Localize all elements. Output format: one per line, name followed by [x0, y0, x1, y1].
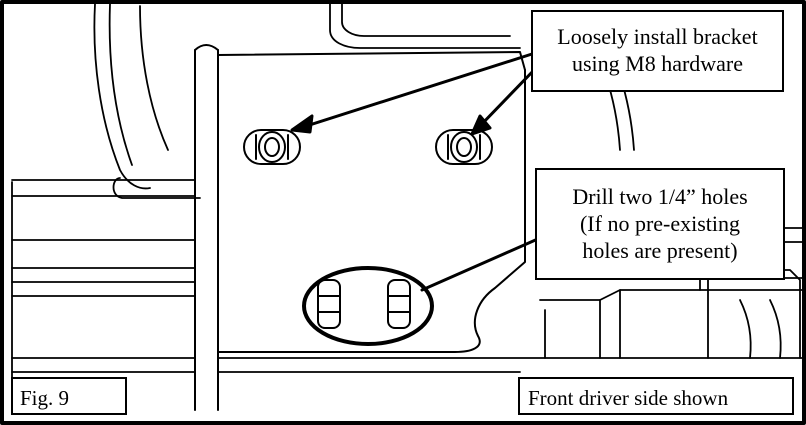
bolt-right	[435, 129, 493, 165]
view-note: Front driver side shown	[518, 377, 794, 415]
drill-holes-line-3: holes are present)	[582, 238, 738, 263]
install-bracket-line-2: using M8 hardware	[571, 51, 744, 76]
drill-holes-line-2: (If no pre-existing	[579, 211, 741, 236]
arrowhead-right	[470, 114, 492, 136]
drill-holes-line-1: Drill two 1/4” holes	[572, 184, 748, 209]
install-bracket-callout: Loosely install bracket using M8 hardwar…	[531, 10, 784, 92]
drill-hole-markers	[317, 279, 411, 329]
arrow-to-left-bolt	[298, 52, 534, 130]
bolt-left	[243, 129, 301, 165]
bracket-plate	[217, 51, 526, 353]
bracket-post	[194, 44, 219, 411]
figure-number: Fig. 9	[11, 377, 127, 415]
arrow-to-right-bolt	[476, 66, 538, 130]
install-bracket-line-1: Loosely install bracket	[557, 24, 758, 49]
arrowhead-left	[290, 114, 314, 134]
leader-to-drill-circle	[420, 236, 542, 292]
callout-arrows	[290, 52, 542, 292]
drill-holes-callout: Drill two 1/4” holes (If no pre-existing…	[535, 168, 785, 280]
drill-location-circle	[302, 266, 434, 346]
